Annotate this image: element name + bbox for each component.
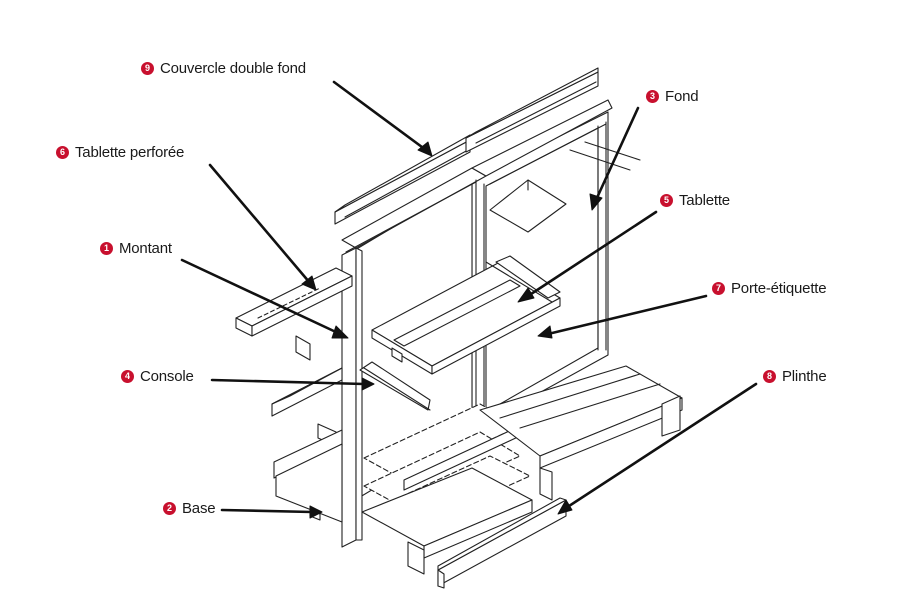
- label-couvercle: 9 Couvercle double fond: [141, 60, 306, 77]
- badge-1: 1: [100, 242, 113, 255]
- label-montant: 1 Montant: [100, 240, 172, 257]
- label-fond: 3 Fond: [646, 88, 699, 105]
- top-cover: [334, 67, 599, 225]
- badge-2: 2: [163, 502, 176, 515]
- right-base-shelf: [479, 365, 683, 501]
- label-base: 2 Base: [163, 500, 216, 517]
- upper-bracket: [489, 141, 641, 233]
- label-text-couvercle: Couvercle double fond: [160, 60, 306, 77]
- left-shelves: [271, 367, 343, 523]
- label-tablette: 5 Tablette: [660, 192, 730, 209]
- badge-6: 6: [56, 146, 69, 159]
- label-text-base: Base: [182, 500, 216, 517]
- label-text-fond: Fond: [665, 88, 699, 105]
- badge-8: 8: [763, 370, 776, 383]
- label-text-montant: Montant: [119, 240, 172, 257]
- base: [361, 467, 533, 575]
- badge-9: 9: [141, 62, 154, 75]
- label-text-tablette-perforee: Tablette perforée: [75, 144, 185, 161]
- badge-4: 4: [121, 370, 134, 383]
- label-tablette-perforee: 6 Tablette perforée: [56, 144, 184, 161]
- badge-5: 5: [660, 194, 673, 207]
- label-text-plinthe: Plinthe: [782, 368, 827, 385]
- badge-7: 7: [712, 282, 725, 295]
- perforated-shelf: [235, 267, 353, 361]
- label-text-porte-etiquette: Porte-étiquette: [731, 280, 827, 297]
- label-console: 4 Console: [121, 368, 194, 385]
- label-text-console: Console: [140, 368, 194, 385]
- frame-top: [341, 99, 613, 253]
- main-shelf: [371, 261, 561, 375]
- label-text-tablette: Tablette: [679, 192, 730, 209]
- badge-3: 3: [646, 90, 659, 103]
- upright: [341, 121, 607, 548]
- console-bracket: [359, 255, 561, 411]
- label-porte-etiquette: 7 Porte-étiquette: [712, 280, 827, 297]
- leader-arrows: [180, 80, 758, 519]
- label-plinthe: 8 Plinthe: [763, 368, 827, 385]
